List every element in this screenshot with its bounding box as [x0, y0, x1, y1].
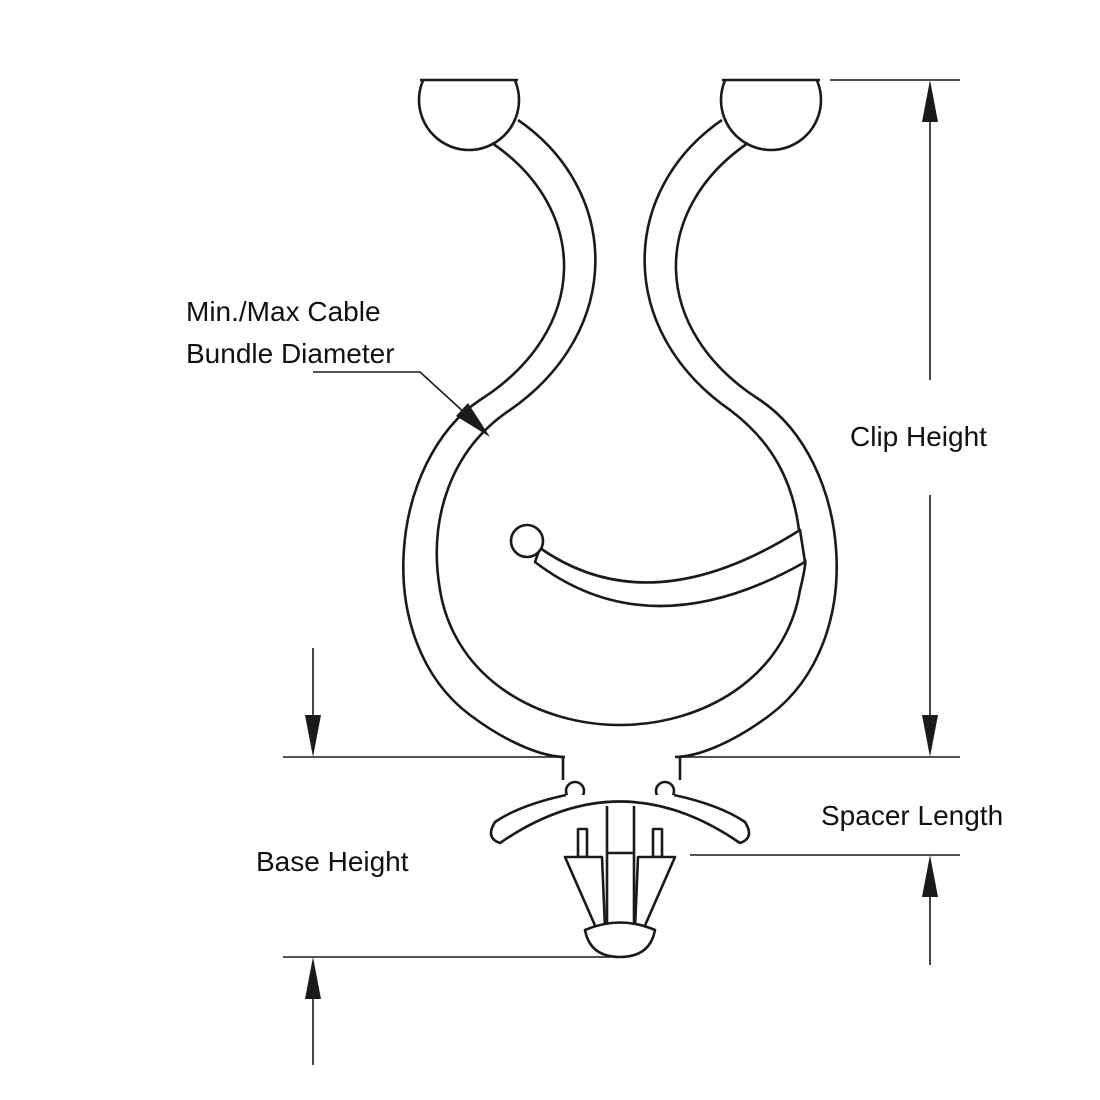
clip-height-bottom-arrow-icon	[922, 715, 938, 757]
diameter-arrow-icon	[456, 403, 490, 437]
left-ball	[417, 80, 521, 152]
hook-ball	[509, 523, 545, 559]
base-height-bottom-arrow-icon	[305, 957, 321, 999]
spacer-length-label: Spacer Length	[821, 800, 1004, 831]
dimension-lines	[283, 79, 960, 1065]
base	[489, 757, 751, 959]
base-height-label: Base Height	[256, 846, 409, 877]
clip-inner-contour	[435, 118, 807, 727]
cable-diameter-label-line1: Min./Max Cable	[186, 296, 381, 327]
clip-outer-contour	[402, 141, 838, 759]
spacer-arrow-icon	[922, 855, 938, 897]
cable-diameter-label-line2: Bundle Diameter	[186, 338, 395, 369]
hook-arm	[533, 528, 807, 608]
right-ball	[719, 80, 823, 152]
clip-height-top-arrow-icon	[922, 80, 938, 122]
base-height-top-arrow-icon	[305, 715, 321, 757]
arrowheads	[305, 80, 938, 999]
clip-height-label: Clip Height	[850, 421, 987, 452]
